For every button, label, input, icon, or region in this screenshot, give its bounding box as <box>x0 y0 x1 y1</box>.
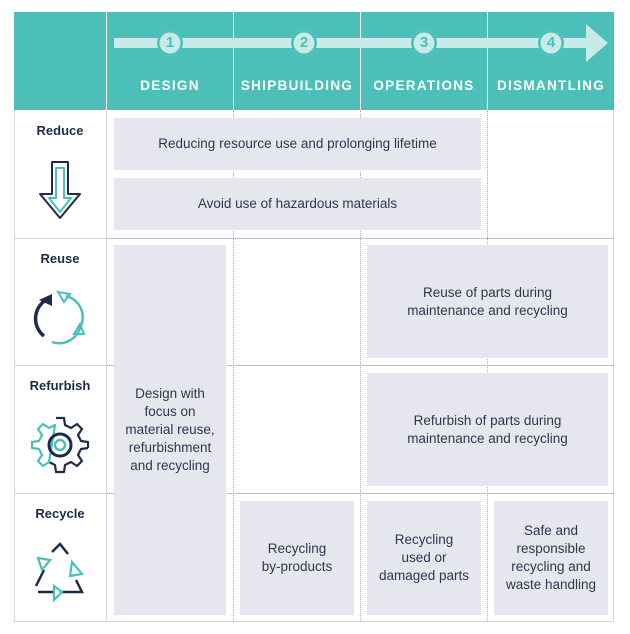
header-divider <box>233 12 234 110</box>
gear-icon <box>30 416 90 474</box>
phase-header <box>14 12 614 110</box>
label-column-divider <box>106 110 107 622</box>
row-label-reduce: Reduce <box>36 123 84 138</box>
cell-text-line: material reuse, <box>125 422 215 437</box>
cell-text-line: focus on <box>144 404 196 419</box>
cell-text-line: used or <box>401 550 447 565</box>
step-3-badge: 3 <box>411 30 437 56</box>
cell-text-line: waste handling <box>505 577 597 592</box>
cell-text-line: by-products <box>261 559 333 574</box>
column-divider <box>233 110 234 622</box>
cell-text-line: Recycling <box>267 541 327 556</box>
circular-arrows-icon <box>33 290 86 345</box>
cell-reuse-parts: Reuse of parts during maintenance and re… <box>367 245 608 358</box>
phase-label-shipbuilding: SHIPBUILDING <box>240 78 354 93</box>
timeline-arrow-head-icon <box>586 24 608 62</box>
cell-text-line: Safe and <box>523 523 579 538</box>
column-divider <box>487 110 488 622</box>
cell-text-line: recycling and <box>511 559 591 574</box>
cell-text-line: maintenance and recycling <box>407 302 568 318</box>
cell-refurbish-parts: Refurbish of parts during maintenance an… <box>367 373 608 486</box>
cell-text-line: damaged parts <box>378 568 470 583</box>
matrix-frame <box>14 110 614 622</box>
cell-text-line: responsible <box>516 541 586 556</box>
cell-safe-recycling: Safe and responsible recycling and waste… <box>494 501 608 615</box>
header-divider <box>106 12 107 110</box>
column-divider <box>360 110 361 622</box>
row-label-reuse: Reuse <box>40 251 80 266</box>
cell-recycling-used-parts: Recycling used or damaged parts <box>367 501 481 615</box>
cell-text-line: Recycling <box>394 532 454 547</box>
down-arrow-icon <box>39 161 81 219</box>
row-label-refurbish: Refurbish <box>29 378 91 393</box>
cell-text-line: maintenance and recycling <box>407 430 568 446</box>
cell-divider <box>107 365 614 366</box>
timeline-arrow-shaft <box>114 38 594 48</box>
step-2-badge: 2 <box>291 30 317 56</box>
cell-recycling-byproducts: Recycling by-products <box>240 501 354 615</box>
cell-divider <box>107 238 614 239</box>
cell-text-line: Reuse of parts during <box>422 284 553 300</box>
phase-label-dismantling: DISMANTLING <box>496 78 606 93</box>
recycle-icon <box>34 542 85 602</box>
cell-design-focus: Design with focus on material reuse, ref… <box>114 245 226 615</box>
cell-divider <box>107 493 614 494</box>
cell-text: Reducing resource use and prolonging lif… <box>158 136 437 151</box>
cell-reduce-resource: Reducing resource use and prolonging lif… <box>114 118 481 170</box>
cell-text-line: refurbishment <box>128 440 212 455</box>
row-label-recycle: Recycle <box>35 506 85 521</box>
cell-text-line: and recycling <box>130 458 210 473</box>
cell-avoid-hazardous: Avoid use of hazardous materials <box>114 178 481 230</box>
phase-label-design: DESIGN <box>140 78 200 93</box>
cell-text-line: Design with <box>135 386 205 401</box>
phase-label-operations: OPERATIONS <box>373 78 475 93</box>
cell-text: Avoid use of hazardous materials <box>197 196 398 211</box>
step-4-badge: 4 <box>538 30 564 56</box>
header-divider <box>487 12 488 110</box>
header-divider <box>360 12 361 110</box>
step-1-badge: 1 <box>157 30 183 56</box>
cell-text-line: Refurbish of parts during <box>413 412 562 428</box>
